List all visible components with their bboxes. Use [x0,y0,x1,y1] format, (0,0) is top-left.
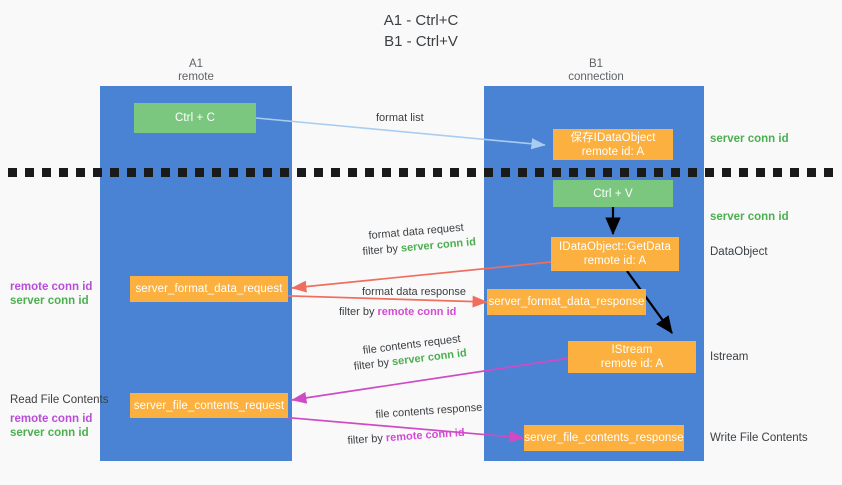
box-ctrl-v[interactable]: Ctrl + V [553,180,673,207]
arrow-label-format-list: format list [376,112,424,124]
box-save-idataobject[interactable]: 保存IDataObject remote id: A [553,129,673,160]
filter-value-remote-conn-id: remote conn id [377,306,457,318]
box-server-file-contents-response-label: server_file_contents_response [524,432,684,444]
filter-prefix: filter by [347,432,387,447]
label-remote-conn-id-left-2: remote conn id [10,413,93,425]
box-istream-line2: remote id: A [600,358,664,370]
filter-prefix: filter by [339,306,378,318]
box-ctrl-v-line1: Ctrl + V [593,187,633,200]
arrow-label-file-contents-response: file contents response [375,401,483,421]
arrow-label-format-data-response-filter: filter by remote conn id [339,305,456,319]
box-server-format-data-response-label: server_format_data_response [488,296,645,308]
label-remote-conn-id-left-1: remote conn id [10,281,93,293]
lane-header-b1-sub: connection [568,71,624,83]
box-save-idataobject-line1: 保存IDataObject [570,131,656,144]
box-istream[interactable]: IStream remote id: A [568,341,696,373]
label-write-file-contents: Write File Contents [710,432,808,444]
phase-divider-dashed-line [8,168,838,177]
lane-header-a1: A1 remote [120,58,272,84]
box-idataobject-getdata-line1: IDataObject::GetData [559,241,671,253]
filter-prefix: filter by [362,242,402,258]
box-istream-line1: IStream [611,344,653,356]
arrow-label-format-data-response: format data response [362,286,466,298]
box-save-idataobject-line2: remote id: A [581,145,645,158]
label-server-conn-id-top: server conn id [710,133,789,145]
label-server-conn-id-left-1: server conn id [10,295,89,307]
box-idataobject-getdata-line2: remote id: A [583,255,647,267]
box-server-file-contents-request[interactable]: server_file_contents_request [130,393,288,418]
box-ctrl-c-line1: Ctrl + C [174,112,216,124]
lane-header-b1: B1 connection [520,58,672,84]
label-server-conn-id-left-2: server conn id [10,427,89,439]
arrow-label-file-contents-response-filter: filter by remote conn id [347,426,465,448]
filter-prefix: filter by [353,356,393,373]
label-server-conn-id-second: server conn id [710,211,789,223]
box-server-format-data-request[interactable]: server_format_data_request [130,276,288,302]
box-server-format-data-response[interactable]: server_format_data_response [487,289,646,315]
label-istream: Istream [710,351,749,363]
box-ctrl-c[interactable]: Ctrl + C [134,103,256,133]
lane-header-b1-name: B1 [588,58,604,70]
box-server-file-contents-request-label: server_file_contents_request [133,399,285,412]
lane-header-a1-sub: remote [178,71,214,83]
label-read-file-contents: Read File Contents [10,394,109,406]
lane-header-a1-name: A1 [188,58,204,70]
box-server-file-contents-response[interactable]: server_file_contents_response [524,425,684,451]
label-dataobject: DataObject [710,246,768,258]
filter-value-remote-conn-id: remote conn id [385,426,465,445]
box-idataobject-getdata[interactable]: IDataObject::GetData remote id: A [551,237,679,271]
box-server-format-data-request-label: server_format_data_request [135,283,283,295]
page-title: A1 - Ctrl+C B1 - Ctrl+V [383,12,459,50]
